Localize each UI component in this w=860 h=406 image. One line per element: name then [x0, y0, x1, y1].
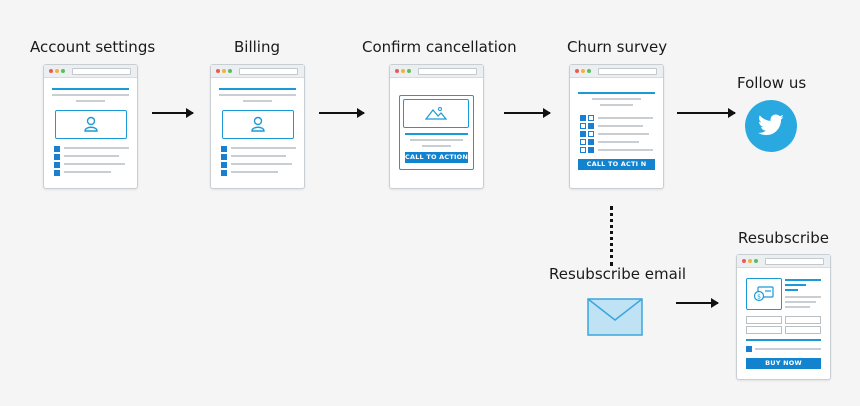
resubscribe-window: $ BUY NOW	[736, 254, 831, 380]
flow-arrow	[676, 298, 719, 308]
step-label-follow-us: Follow us	[737, 74, 807, 92]
twitter-bird-icon	[758, 114, 784, 136]
billing-window	[210, 64, 305, 189]
modal-frame: CALL TO ACTION	[399, 95, 474, 170]
call-to-action-button[interactable]: CALL TO ACTION	[405, 152, 468, 163]
product-image-box: $	[746, 278, 782, 310]
step-label-account-settings: Account settings	[30, 38, 156, 56]
window-titlebar	[737, 255, 830, 268]
profile-card	[55, 110, 127, 139]
user-icon	[251, 116, 265, 132]
window-titlebar	[390, 65, 483, 78]
flow-arrow	[677, 108, 736, 118]
call-to-action-button[interactable]: CALL TO ACTI N	[578, 159, 655, 170]
window-titlebar	[211, 65, 304, 78]
step-label-confirm-cancellation: Confirm cancellation	[362, 38, 517, 56]
image-placeholder	[403, 99, 469, 128]
account-settings-window	[43, 64, 138, 189]
twitter-icon[interactable]	[745, 100, 797, 152]
step-label-churn-survey: Churn survey	[567, 38, 668, 56]
svg-text:$: $	[757, 294, 761, 301]
step-label-billing: Billing	[234, 38, 280, 56]
image-icon	[425, 107, 447, 120]
window-titlebar	[570, 65, 663, 78]
step-label-resubscribe-email: Resubscribe email	[549, 265, 687, 283]
flow-arrow	[504, 108, 551, 118]
flow-arrow	[152, 108, 194, 118]
envelope-icon	[587, 298, 643, 336]
window-titlebar	[44, 65, 137, 78]
step-label-resubscribe: Resubscribe	[738, 229, 829, 247]
buy-now-button[interactable]: BUY NOW	[746, 358, 821, 369]
dotted-connector	[610, 206, 613, 266]
credit-card-icon: $	[753, 286, 774, 302]
billing-card	[222, 110, 294, 139]
churn-survey-window: CALL TO ACTI N	[569, 64, 664, 189]
user-icon	[84, 116, 98, 132]
confirm-cancellation-window: CALL TO ACTION	[389, 64, 484, 189]
flow-arrow	[319, 108, 365, 118]
